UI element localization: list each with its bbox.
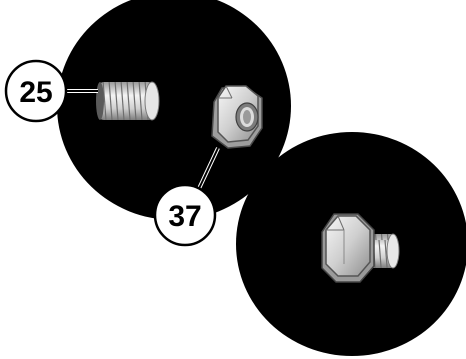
callout-25: 25 <box>4 59 68 123</box>
callout-37-label: 37 <box>168 200 201 233</box>
leader-line-37 <box>195 147 219 196</box>
flange-nut-upper <box>211 85 263 149</box>
callout-25-label: 25 <box>19 76 52 109</box>
callout-37: 37 <box>153 183 217 247</box>
assembled-nut-and-stud <box>321 213 400 283</box>
detail-circle-upper <box>57 0 291 220</box>
threaded-stud <box>96 81 160 121</box>
